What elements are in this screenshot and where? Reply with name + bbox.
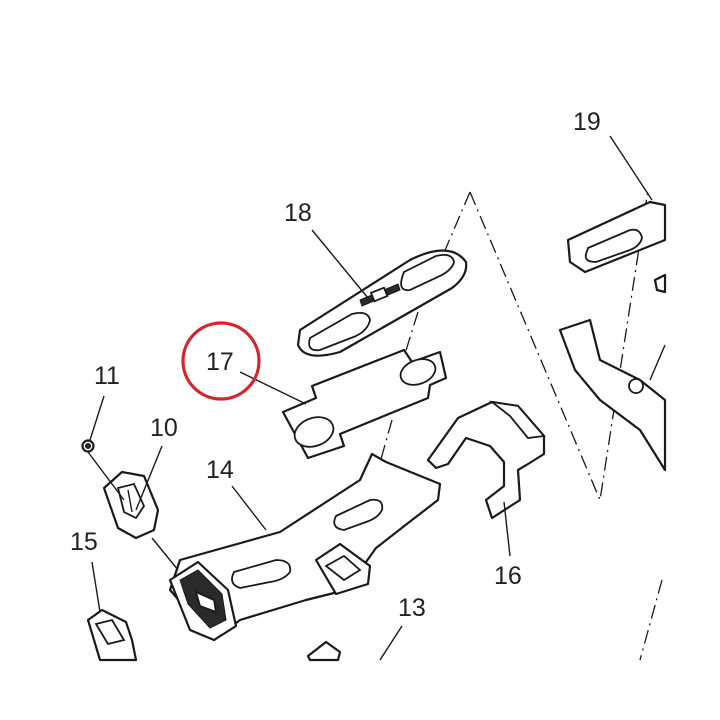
label-13: 13: [398, 594, 426, 622]
leader-11b: [87, 451, 125, 501]
label-14: 14: [206, 456, 234, 484]
part-19-handle-cover[interactable]: [558, 200, 667, 472]
leader-10: [135, 445, 163, 511]
leader-10b: [151, 537, 179, 571]
leader-13: [379, 625, 403, 661]
part-15-side-piece[interactable]: [86, 608, 138, 662]
leader-19b: [649, 344, 666, 381]
part-18-top-cover[interactable]: [296, 249, 468, 357]
label-16: 16: [494, 562, 522, 590]
leader-15: [91, 561, 101, 613]
leader-11: [89, 395, 105, 441]
part-13-small-piece[interactable]: [306, 640, 342, 662]
leader-18: [311, 229, 369, 299]
part-17-gasket[interactable]: [281, 348, 448, 460]
part-16-belt-clip[interactable]: [426, 400, 546, 520]
label-11: 11: [94, 362, 120, 390]
label-18: 18: [284, 199, 312, 227]
label-15: 15: [70, 528, 98, 556]
leader-19: [609, 135, 653, 201]
leader-14: [231, 485, 267, 531]
part-14-grip-end: [168, 560, 238, 642]
part-18-switch-strip: [359, 283, 401, 307]
part-14-tab: [314, 542, 372, 596]
leader-17: [239, 371, 307, 405]
label-10: 10: [150, 414, 178, 442]
part-14-main-housing[interactable]: [168, 452, 442, 642]
leader-16: [503, 501, 511, 557]
highlight-circle-17: [181, 321, 261, 401]
label-19: 19: [573, 108, 601, 136]
part-11-screw[interactable]: [81, 439, 95, 453]
part-10-button[interactable]: [102, 470, 160, 540]
label-17: 17: [206, 348, 234, 376]
